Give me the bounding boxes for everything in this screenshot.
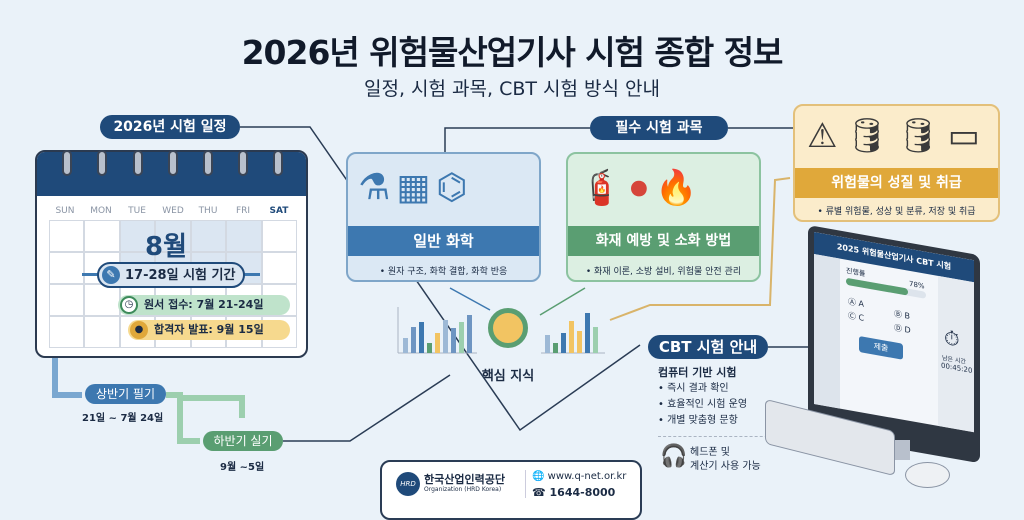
- hazard-icons: ⚠🛢🛢▭: [807, 116, 988, 156]
- weekday: MON: [90, 206, 112, 216]
- core-knowledge-label: 핵심 지식: [481, 369, 535, 384]
- chemistry-icons: ⚗▦⌬: [358, 167, 474, 208]
- subject-desc: • 류별 위험물, 성상 및 분류, 저장 및 취급: [817, 207, 976, 217]
- announcement-text: 합격자 발표: 9월 15일: [154, 323, 264, 336]
- award-badge-icon: [488, 308, 528, 348]
- option-c[interactable]: Ⓒ C: [848, 311, 865, 323]
- cbt-note-line: 헤드폰 및: [690, 447, 730, 458]
- hrd-logo: HRD: [396, 472, 420, 496]
- first-half-badge: 상반기 필기: [85, 384, 166, 404]
- first-half-dates: 21일 ~ 7월 24일: [82, 413, 164, 424]
- medal-icon: ●: [130, 321, 148, 339]
- weekday: TUE: [128, 206, 146, 216]
- schedule-badge: 2026년 시험 일정: [100, 115, 240, 139]
- headset-icon: 🎧: [660, 444, 688, 469]
- progress-label: 진행률: [846, 266, 866, 279]
- fire-safety-icons: 🧯⏺🔥: [580, 168, 706, 208]
- subject-desc: • 화재 이론, 소방 설비, 위험물 안전 관리: [585, 267, 742, 277]
- weekday: FRI: [235, 206, 251, 216]
- page-subtitle: 일정, 시험 과목, CBT 시험 방식 안내: [364, 78, 660, 100]
- calendar-ring: [168, 150, 178, 176]
- weekday: WED: [162, 206, 184, 216]
- website-link[interactable]: 🌐 www.q-net.or.kr: [532, 471, 626, 482]
- stopwatch-icon: ⏱: [944, 324, 960, 352]
- second-half-dates: 9월 ~5일: [220, 462, 265, 473]
- option-a[interactable]: Ⓐ A: [848, 297, 865, 309]
- phone-number: ☎ 1644-8000: [532, 486, 615, 499]
- application-pill: ◷ 원서 접수: 7월 21-24일: [118, 295, 290, 315]
- cbt-bullets: • 즉시 결과 확인 • 효율적인 시험 운영 • 개별 맞춤형 문항: [658, 381, 747, 429]
- website-text: www.q-net.or.kr: [547, 471, 627, 482]
- subject-desc: • 원자 구조, 화학 결합, 화학 반응: [379, 267, 508, 277]
- cbt-badge: CBT 시험 안내: [648, 335, 768, 359]
- application-text: 원서 접수: 7월 21-24일: [144, 298, 264, 311]
- subject-card-hazmat: ⚠🛢🛢▭ 위험물의 성질 및 취급 • 류별 위험물, 성상 및 분류, 저장 …: [793, 104, 1000, 222]
- weekday: THU: [198, 206, 218, 216]
- announcement-pill: ● 합격자 발표: 9월 15일: [128, 320, 290, 340]
- cbt-heading: 컴퓨터 기반 시험: [658, 366, 737, 379]
- cbt-note: 헤드폰 및 계산기 사용 가능: [690, 446, 761, 474]
- calendar-ring: [97, 150, 107, 176]
- weekday: SUN: [55, 206, 75, 216]
- calendar-ring: [238, 150, 248, 176]
- clock-icon: ◷: [120, 296, 138, 314]
- calendar-ring: [203, 150, 213, 176]
- option-d[interactable]: Ⓓ D: [894, 323, 911, 336]
- page-title: 2026년 위험물산업기사 시험 종합 정보: [241, 33, 784, 72]
- calendar-ring: [62, 150, 72, 176]
- cbt-note-line: 계산기 사용 가능: [690, 461, 761, 472]
- subject-card-chemistry: ⚗▦⌬ 일반 화학 • 원자 구조, 화학 결합, 화학 반응: [346, 152, 541, 282]
- subject-card-fire: 🧯⏺🔥 화재 예방 및 소화 방법 • 화재 이론, 소방 설비, 위험물 안전…: [566, 152, 761, 282]
- exam-period-text: 17-28일 시험 기간: [125, 268, 236, 283]
- weekday: SAT: [269, 206, 289, 216]
- subjects-badge: 필수 시험 과목: [590, 116, 728, 140]
- footer-box: HRD 한국산업인력공단 Organization (HRD Korea) 🌐 …: [380, 460, 642, 520]
- subject-title: 일반 화학: [348, 226, 539, 256]
- calendar-ring: [273, 150, 283, 176]
- org-name-en: Organization (HRD Korea): [424, 486, 502, 493]
- decorative-bar-charts: [397, 307, 605, 354]
- globe-icon: 🌐: [532, 471, 548, 482]
- phone-icon: ☎: [532, 486, 550, 499]
- subject-title: 화재 예방 및 소화 방법: [568, 226, 759, 256]
- org-name: 한국산업인력공단: [424, 473, 505, 486]
- second-half-badge: 하반기 실기: [203, 431, 283, 451]
- exam-period-pill: ✎ 17-28일 시험 기간: [97, 262, 245, 288]
- cbt-bullet: • 개별 맞춤형 문항: [658, 415, 738, 426]
- calendar-month: 8월: [145, 232, 188, 262]
- calendar-ring: [133, 150, 143, 176]
- submit-button[interactable]: 제출: [859, 335, 903, 360]
- phone-text: 1644-8000: [549, 486, 616, 499]
- option-b[interactable]: Ⓑ B: [894, 309, 911, 321]
- cbt-screen: 2025 위험물산업기사 CBT 시험 진행률 78% Ⓐ A Ⓑ B Ⓒ C …: [814, 232, 974, 433]
- mouse-icon: [905, 462, 950, 488]
- cbt-bullet: • 효율적인 시험 운영: [658, 399, 748, 410]
- cbt-bullet: • 즉시 결과 확인: [658, 383, 729, 394]
- pencil-icon: ✎: [102, 266, 120, 284]
- subject-title: 위험물의 성질 및 취급: [795, 168, 998, 198]
